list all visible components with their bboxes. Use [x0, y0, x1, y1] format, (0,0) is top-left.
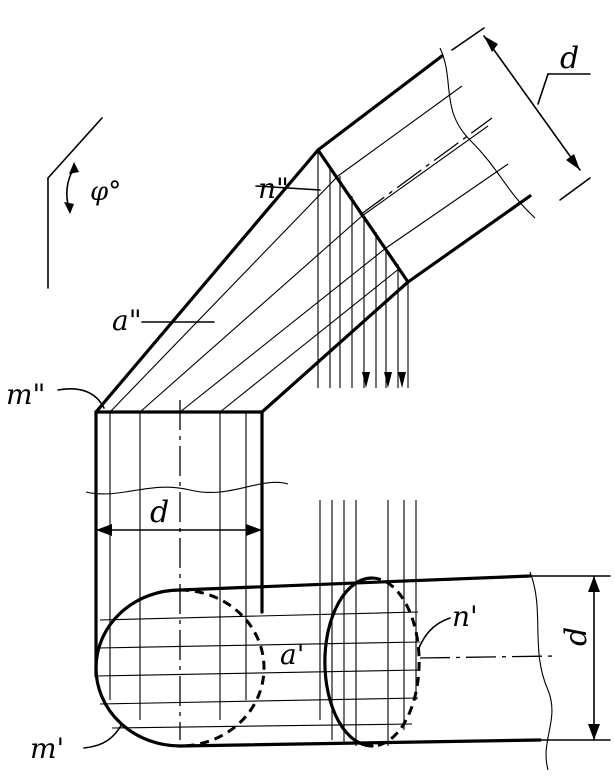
dimension-label-middle: d [150, 495, 169, 530]
dimension-label-top: d [560, 41, 579, 76]
dimension-middle: d [95, 495, 263, 536]
label-n-top: n' [452, 600, 478, 633]
label-a-front: a" [112, 304, 142, 337]
label-m-front: m" [6, 378, 45, 411]
vertical-pipe-front [85, 400, 289, 740]
horizontal-pipe-top [94, 500, 557, 771]
dimension-top: d [451, 27, 591, 201]
dimension-right: d [529, 575, 611, 741]
label-m-top: m' [30, 732, 64, 765]
inclined-pipe-front [316, 47, 536, 284]
projection-arrows [317, 150, 409, 388]
label-a-top: a' [280, 638, 304, 671]
angle-indicator: φ° [47, 117, 121, 289]
dimension-label-right: d [559, 627, 594, 646]
elbow-front [94, 148, 410, 414]
angle-label: φ° [90, 177, 121, 207]
